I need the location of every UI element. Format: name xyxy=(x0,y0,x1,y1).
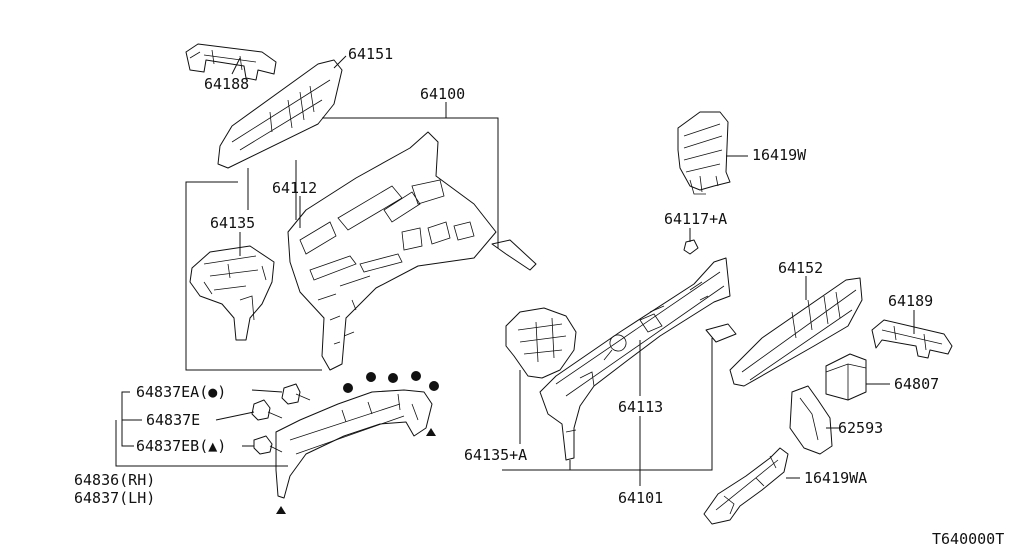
label-16419w: 16419W xyxy=(752,146,807,164)
part-64101-shape xyxy=(539,257,737,461)
label-64837ea: 64837EA(●) xyxy=(136,383,226,401)
label-64189: 64189 xyxy=(888,292,933,310)
diagram-code: T640000T xyxy=(932,530,1004,548)
label-64135: 64135 xyxy=(210,214,255,232)
part-64112-shape xyxy=(287,131,537,371)
part-62593-shape xyxy=(789,385,833,455)
part-64151-shape xyxy=(217,59,343,169)
part-64836-shape xyxy=(275,389,433,499)
part-64188-shape xyxy=(185,43,277,81)
label-64112: 64112 xyxy=(272,179,317,197)
label-64152: 64152 xyxy=(778,259,823,277)
triangle-markers xyxy=(276,428,436,514)
clip-64837eb xyxy=(253,435,283,455)
part-64152-shape xyxy=(729,277,863,387)
label-64117a: 64117+A xyxy=(664,210,727,228)
label-16419wa: 16419WA xyxy=(804,469,867,487)
part-64135a-shape xyxy=(505,307,577,379)
part-64189-shape xyxy=(871,319,953,359)
leader-lines xyxy=(115,55,915,486)
label-64100: 64100 xyxy=(420,85,465,103)
label-64837e: 64837E xyxy=(146,411,200,429)
label-62593: 62593 xyxy=(838,419,883,437)
label-64837eb: 64837EB(▲) xyxy=(136,437,226,455)
dot-markers xyxy=(343,371,439,393)
label-64151: 64151 xyxy=(348,45,393,63)
label-64113: 64113 xyxy=(618,398,663,416)
part-64807-shape xyxy=(825,353,867,401)
label-64188: 64188 xyxy=(204,75,249,93)
label-64837-lh: 64837(LH) xyxy=(74,489,155,507)
part-64117a-shape xyxy=(683,239,699,255)
label-64807: 64807 xyxy=(894,375,939,393)
clip-64837ea xyxy=(281,383,311,405)
part-16419wa-shape xyxy=(703,447,789,525)
label-64101: 64101 xyxy=(618,489,663,507)
clip-64837e xyxy=(251,399,283,421)
part-labels: 64151 64188 64100 64112 64135 16419W 641… xyxy=(74,45,1004,548)
part-64135-shape xyxy=(189,245,275,341)
label-64836-rh: 64836(RH) xyxy=(74,471,155,489)
part-16419w-shape xyxy=(677,111,731,195)
label-64135a: 64135+A xyxy=(464,446,527,464)
